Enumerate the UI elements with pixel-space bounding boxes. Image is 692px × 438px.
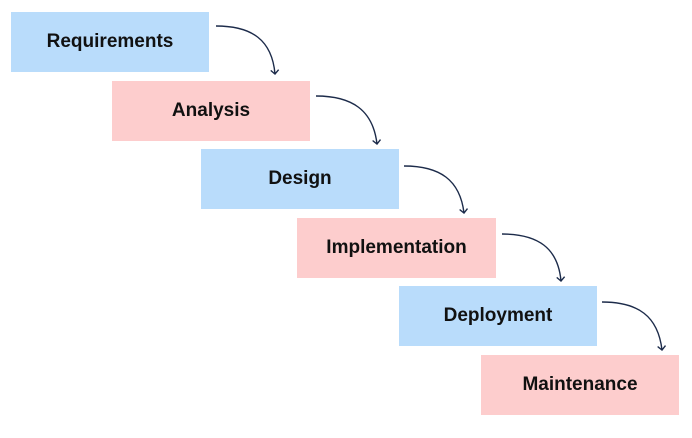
stage-analysis: Analysis <box>112 81 310 141</box>
connector-arrow-analysis-design <box>315 95 377 144</box>
stage-implementation: Implementation <box>297 218 496 278</box>
stage-deployment: Deployment <box>399 286 597 346</box>
stage-maintenance: Maintenance <box>481 355 679 415</box>
stage-requirements: Requirements <box>11 12 209 72</box>
stage-label: Design <box>268 168 332 189</box>
connector-arrow-requirements-analysis <box>215 25 275 74</box>
stage-design: Design <box>201 149 399 209</box>
connector-arrow-deployment-maintenance <box>601 301 662 350</box>
connector-arrow-design-implementation <box>403 165 464 213</box>
connector-arrow-implementation-deployment <box>501 233 561 281</box>
stage-label: Requirements <box>46 31 174 52</box>
stage-label: Deployment <box>443 305 553 326</box>
stage-label: Analysis <box>171 100 251 121</box>
stage-label: Implementation <box>326 237 467 258</box>
stage-label: Maintenance <box>522 374 638 395</box>
